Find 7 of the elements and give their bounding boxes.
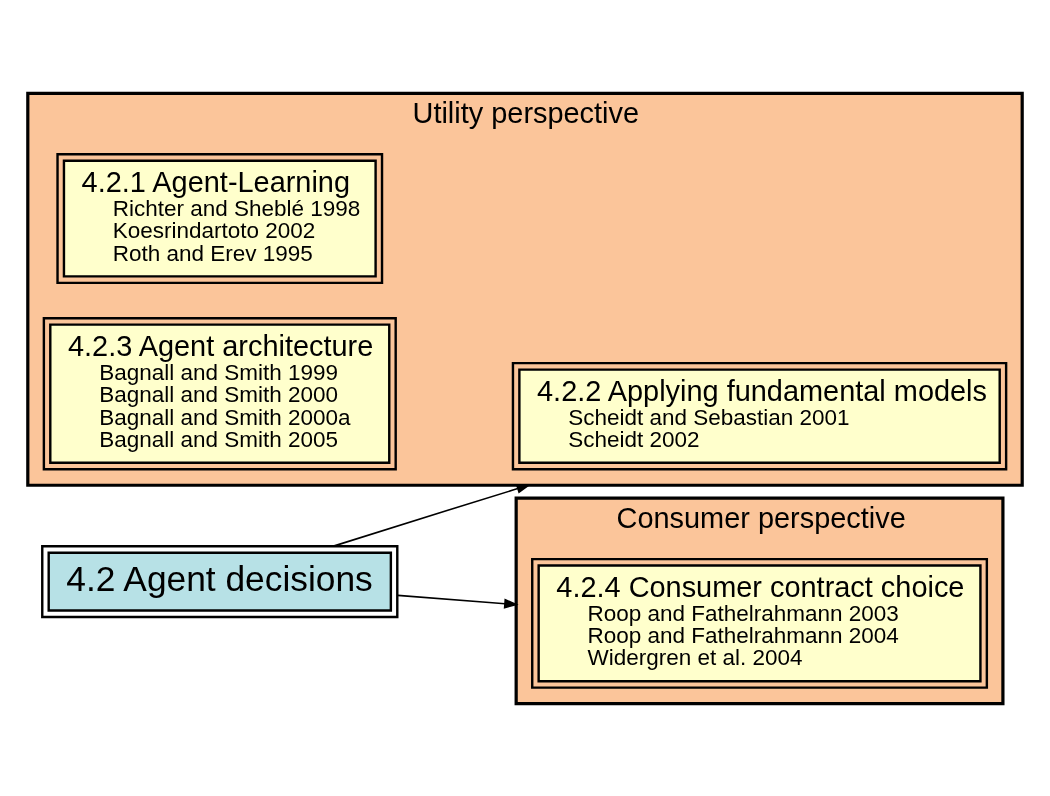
node-box: 4.2.3 Agent architecture Bagnall and Smith 1999 Bagnall and Smith 2000 Bagnall and Smith 2000a Bagnall and Smith 2005: [42, 316, 397, 470]
node-box: 4.2.2 Applying fundamental models Scheidt and Sebastian 2001 Scheidt 2002: [511, 361, 1008, 470]
node-box: 4.2 Agent decisions: [41, 544, 399, 618]
arrow: [397, 594, 519, 609]
node-box: 4.2.4 Consumer contract choice Roop and Fathelrahmann 2003 Roop and Fathelrahmann 2004 Widergren et al. 2004: [531, 557, 989, 689]
node-box: 4.2.1 Agent-Learning Richter and Sheblé 1998 Koesrindartoto 2002 Roth and Erev 1995: [56, 152, 384, 284]
arrow: [332, 483, 531, 547]
